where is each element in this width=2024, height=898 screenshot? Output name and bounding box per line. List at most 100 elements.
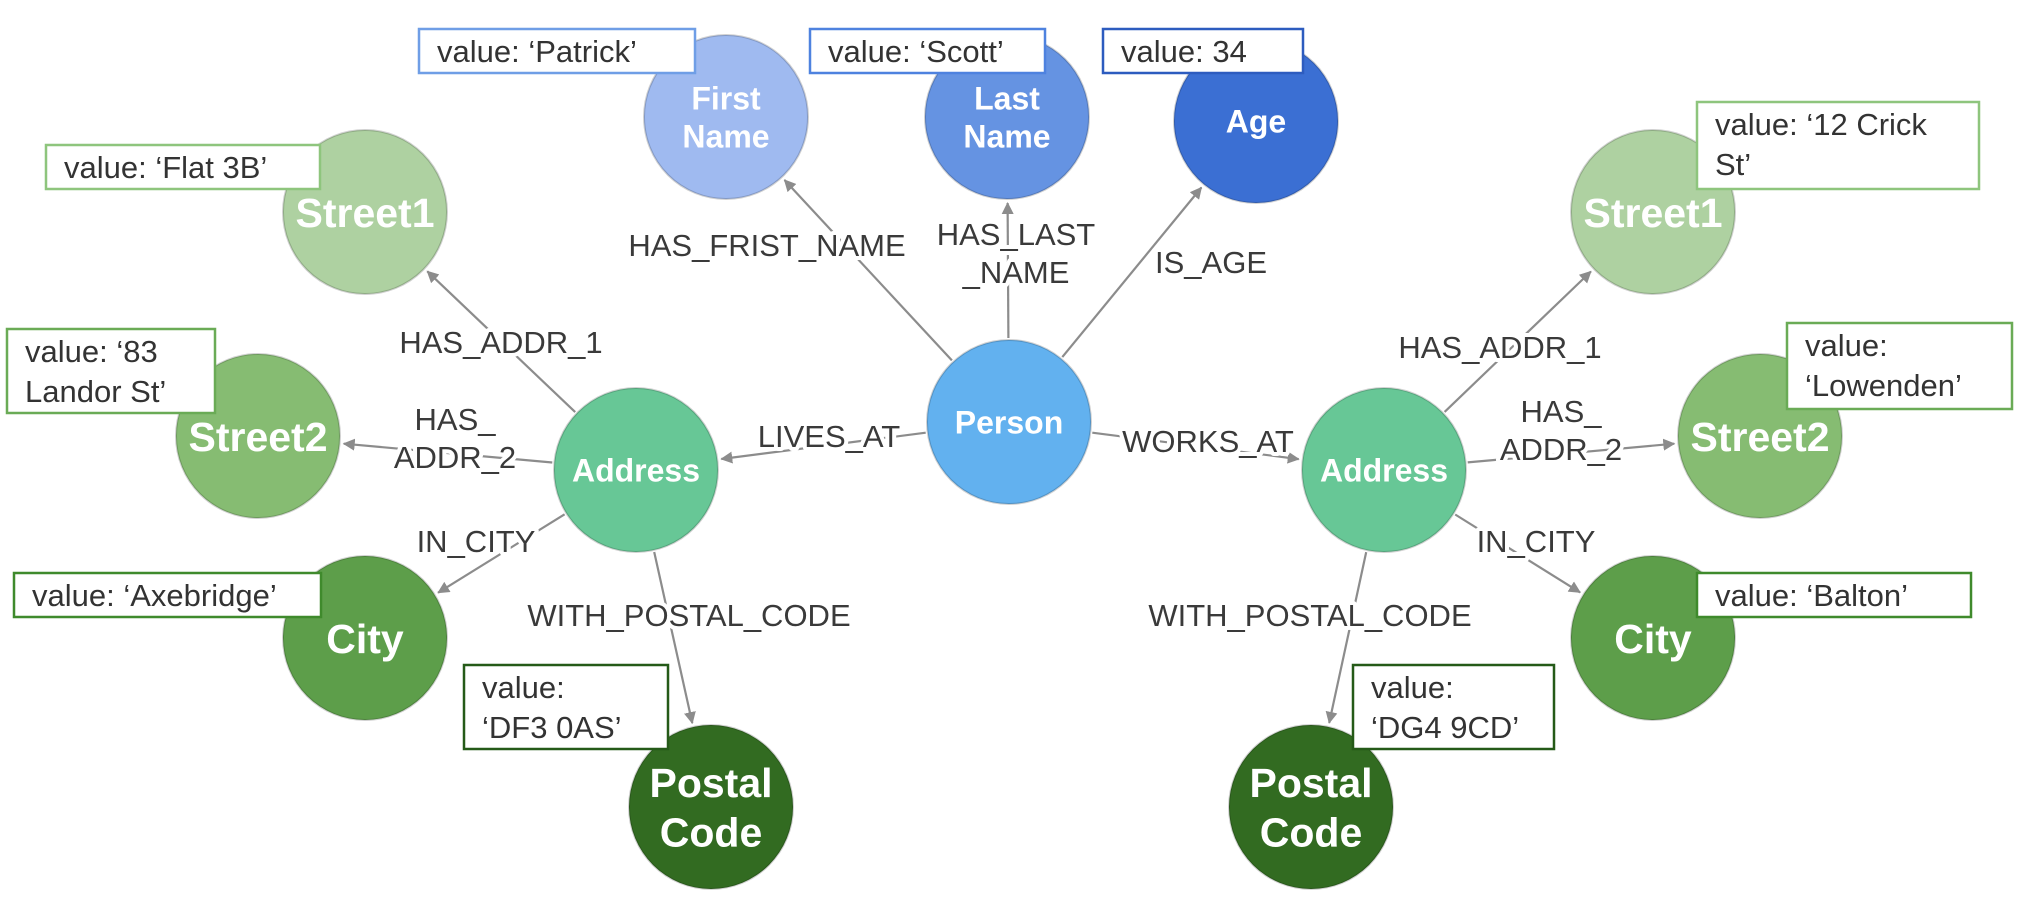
property-box-frame [417,27,697,75]
property-box-frame [808,27,1047,75]
node-label: Postal [1249,760,1372,806]
property-value: ‘Lowenden’ [1805,368,1962,403]
edge-arrow [437,513,566,594]
property-box-home-city: value: ‘Axebridge’ [12,571,323,619]
node-circle [282,129,448,295]
edge-label: _NAME [962,255,1070,290]
node-label: Street1 [295,190,434,236]
property-value: value: ‘Axebridge’ [32,578,277,613]
node-label: Street1 [1583,190,1722,236]
edge-arrow [1443,270,1592,413]
node-work-city[interactable]: City [1570,555,1736,721]
edge-arrow [1325,551,1368,724]
node-label: Person [955,405,1063,441]
edge-arrow [1454,513,1581,594]
property-box-first-name: value: ‘Patrick’ [417,27,697,75]
edge-label-halo: HAS_ [1521,394,1603,429]
edge-arrow [1467,438,1676,464]
edge-label-halo: HAS_ [415,402,497,437]
node-circle [1301,387,1467,553]
node-label: City [326,616,404,662]
property-value: value: ‘Flat 3B’ [64,150,267,185]
edge-arrow [1001,202,1014,339]
edge-label: HAS_ADDR_1 [1398,330,1601,365]
edge-label-halo: HAS_LAST [937,217,1096,252]
property-box-work-street2: value:‘Lowenden’ [1785,321,2014,411]
edge-label-halo: _NAME [962,255,1070,290]
node-person[interactable]: Person [926,339,1092,505]
property-box-home-postal-code: value:‘DF3 0AS’ [462,663,670,751]
node-home-street1[interactable]: Street1 [282,129,448,295]
property-value: St’ [1715,147,1751,182]
node-circle [282,555,448,721]
property-value: value: ‘Scott’ [828,34,1004,69]
node-circle [926,339,1092,505]
node-label: Code [1260,809,1363,855]
edge-label: IN_CITY [417,524,536,559]
edge-label-halo: WITH_POSTAL_CODE [527,598,850,633]
node-label: Name [682,119,769,155]
property-box-work-city: value: ‘Balton’ [1695,571,1973,619]
edge-label: HAS_ADDR_1 [399,325,602,360]
edge-label-halo: HAS_ADDR_1 [399,325,602,360]
node-label: Name [963,119,1050,155]
edge-label: WITH_POSTAL_CODE [527,598,850,633]
node-label: Address [572,453,700,489]
edge-label-halo: IS_AGE [1155,245,1267,280]
edge-label-halo: WORKS_AT [1122,424,1294,459]
edge-label-halo: IN_CITY [1477,524,1596,559]
node-work-street1[interactable]: Street1 [1570,129,1736,295]
edge-label-halo: HAS_FRIST_NAME [628,228,905,263]
node-home-city[interactable]: City [282,555,448,721]
node-circle [1228,724,1394,890]
node-home-address[interactable]: Address [553,387,719,553]
edge-label: HAS_ [415,402,497,437]
node-label: Street2 [1690,414,1829,460]
edge-label-halo: ADDR_2 [1500,432,1622,467]
node-home-street2[interactable]: Street2 [175,353,341,519]
edge-arrow [342,438,553,464]
node-label: City [1614,616,1692,662]
node-label: Code [660,809,763,855]
edge-arrow [426,270,576,413]
node-label: Last [974,80,1040,116]
property-box-work-postal-code: value:‘DG4 9CD’ [1351,663,1556,751]
node-circle [175,353,341,519]
property-value: value: [1371,670,1454,705]
edge-arrow [1092,431,1300,464]
property-box-frame [1785,321,2014,411]
property-box-home-street1: value: ‘Flat 3B’ [44,143,322,191]
property-value: value: [482,670,565,705]
node-age[interactable]: Age [1173,38,1339,204]
node-label: Age [1226,104,1286,140]
property-value: value: ‘Balton’ [1715,578,1908,613]
property-box-frame [44,143,322,191]
node-circle [628,724,794,890]
edge-label: WITH_POSTAL_CODE [1148,598,1471,633]
node-work-address[interactable]: Address [1301,387,1467,553]
node-label: Address [1320,453,1448,489]
property-layer: value: ‘Patrick’value: ‘Scott’value: 34v… [5,27,2014,751]
edge-label: HAS_ [1521,394,1603,429]
property-box-frame [1351,663,1556,751]
edge-label: IN_CITY [1477,524,1596,559]
edge-label: ADDR_2 [1500,432,1622,467]
edge-label-halo: ADDR_2 [394,440,516,475]
node-label: Postal [649,760,772,806]
